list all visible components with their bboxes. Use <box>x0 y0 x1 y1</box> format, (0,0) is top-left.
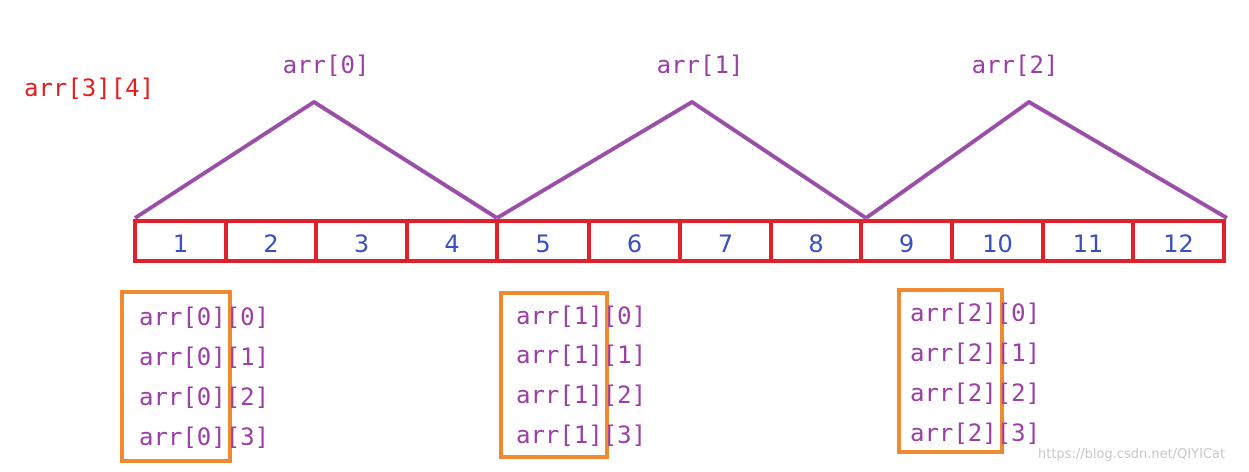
cell-number: 3 <box>354 230 369 258</box>
row-brackets <box>133 100 1229 220</box>
element-row-index: arr[2] <box>910 299 997 327</box>
element-col-index: [2] <box>997 379 1040 407</box>
element-group: arr[1][0]arr[1][1]arr[1][2]arr[1][3] <box>499 291 646 459</box>
cell-number: 5 <box>535 230 550 258</box>
element-col-index: [1] <box>226 343 269 371</box>
cell-number: 9 <box>899 230 914 258</box>
element-col-index: [0] <box>226 303 269 331</box>
element-row-index: arr[0] <box>139 343 226 371</box>
element-col-index: [2] <box>226 383 269 411</box>
element-col-index: [0] <box>603 302 646 330</box>
element-group: arr[0][0]arr[0][1]arr[0][2]arr[0][3] <box>120 290 269 463</box>
element-col-index: [0] <box>997 299 1040 327</box>
cell-number: 4 <box>444 230 459 258</box>
element-row-index: arr[0] <box>139 383 226 411</box>
row-label: arr[2] <box>972 51 1059 79</box>
row-labels: arr[0] arr[1] arr[2] <box>283 51 1059 79</box>
element-group-box <box>499 291 609 459</box>
element-row-index: arr[1] <box>516 302 603 330</box>
row-bracket-line <box>864 100 1229 220</box>
element-col-index: [3] <box>997 419 1040 447</box>
watermark: https://blog.csdn.net/QIYICat <box>1038 447 1225 462</box>
cell-number: 1 <box>173 230 188 258</box>
cell-number: 11 <box>1073 230 1104 258</box>
element-row-index: arr[2] <box>910 419 997 447</box>
element-col-index: [3] <box>603 421 646 449</box>
element-row-index: arr[1] <box>516 341 603 369</box>
row-label: arr[1] <box>657 51 744 79</box>
cell-number: 8 <box>808 230 823 258</box>
element-group-box <box>120 290 232 463</box>
row-bracket-line <box>495 100 868 220</box>
element-row-index: arr[2] <box>910 339 997 367</box>
cell-number: 2 <box>263 230 278 258</box>
element-col-index: [1] <box>603 341 646 369</box>
element-row-index: arr[0] <box>139 303 226 331</box>
cell-number: 10 <box>982 230 1013 258</box>
array-declaration: arr[3][4] <box>24 74 154 102</box>
element-row-index: arr[1] <box>516 421 603 449</box>
cell-number: 7 <box>718 230 733 258</box>
element-row-index: arr[0] <box>139 423 226 451</box>
element-row-index: arr[1] <box>516 381 603 409</box>
element-col-index: [2] <box>603 381 646 409</box>
element-col-index: [3] <box>226 423 269 451</box>
cell-number: 12 <box>1163 230 1194 258</box>
element-groups: arr[0][0]arr[0][1]arr[0][2]arr[0][3]arr[… <box>120 288 1040 463</box>
element-group: arr[2][0]arr[2][1]arr[2][2]arr[2][3] <box>897 288 1040 454</box>
element-row-index: arr[2] <box>910 379 997 407</box>
cell-number: 6 <box>627 230 642 258</box>
row-label: arr[0] <box>283 51 370 79</box>
element-col-index: [1] <box>997 339 1040 367</box>
element-group-box <box>897 288 1004 454</box>
row-bracket-line <box>133 100 499 220</box>
